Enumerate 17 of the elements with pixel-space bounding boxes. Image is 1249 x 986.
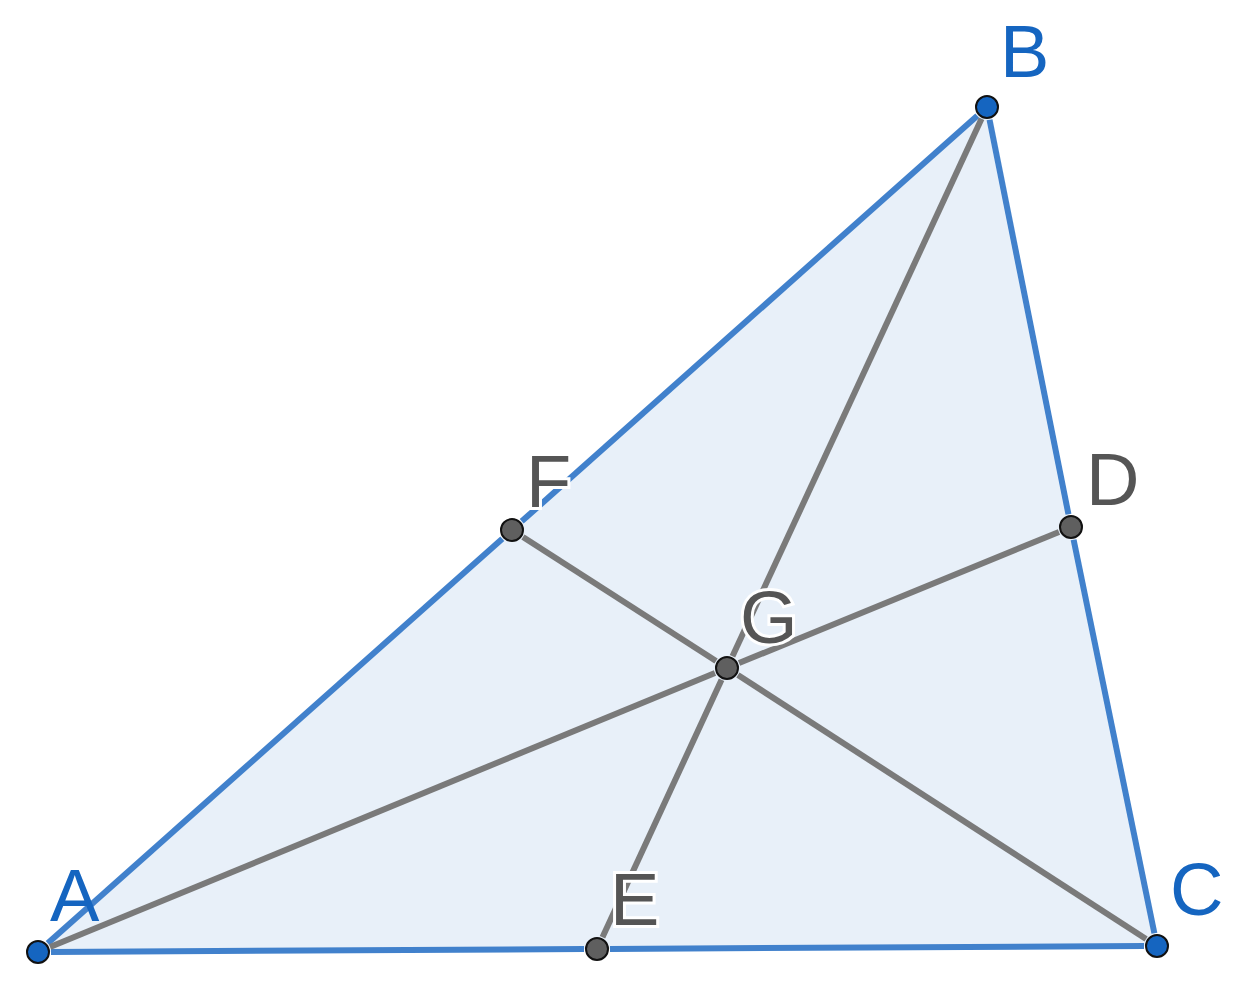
line-segment (48, 670, 717, 950)
line-segment (986, 119, 1072, 515)
line-segment (729, 117, 985, 658)
line-segment (599, 678, 725, 939)
line-segment (45, 536, 505, 946)
line-segment (519, 113, 980, 524)
line-segment (610, 943, 1144, 952)
line-segment (1070, 539, 1158, 934)
line-segment (737, 529, 1061, 666)
point-label: D (1086, 450, 1140, 510)
line-segment (51, 946, 584, 955)
point-label: E (610, 870, 660, 930)
point-label: A (50, 866, 100, 926)
line-segment (521, 534, 718, 664)
point-label: B (1000, 22, 1050, 82)
point-label: C (1170, 860, 1224, 920)
line-segment (736, 672, 1148, 942)
